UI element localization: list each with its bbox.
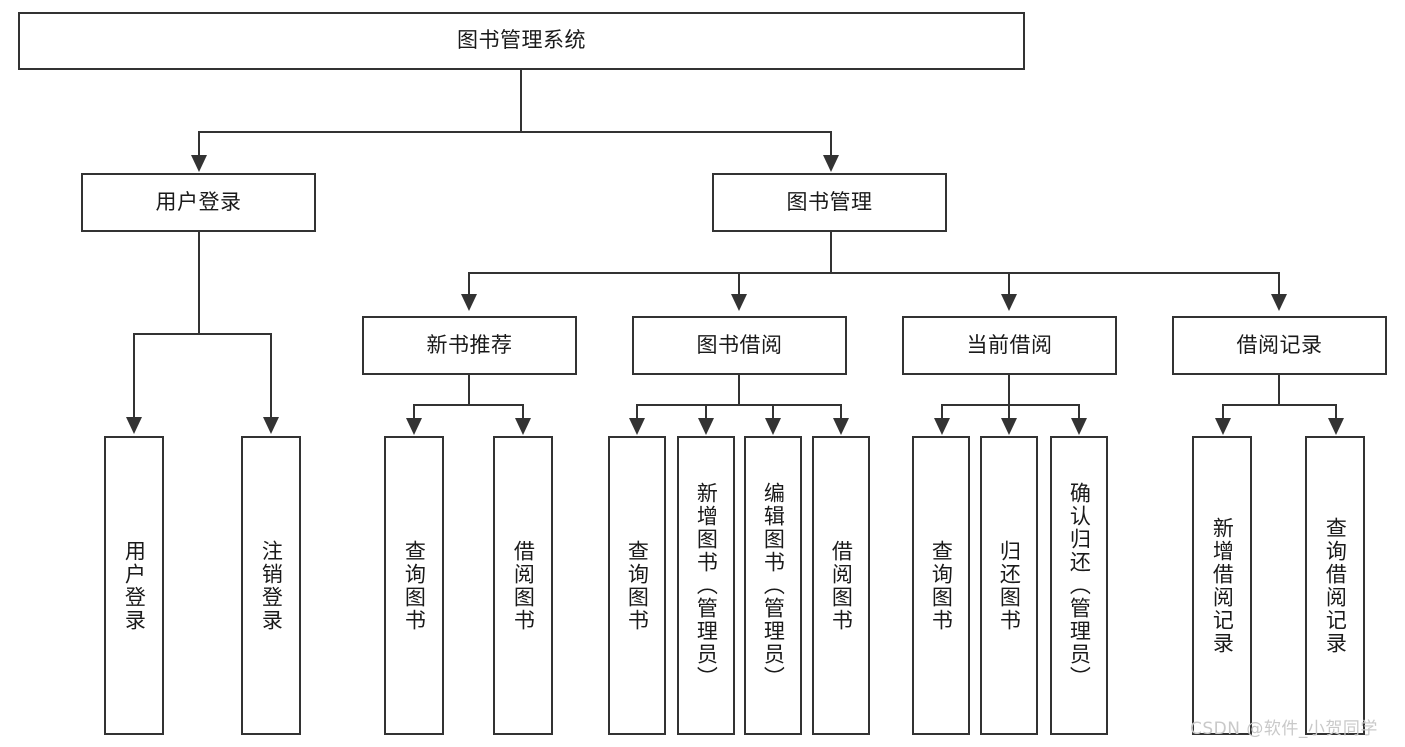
connector-root-stem bbox=[520, 70, 522, 132]
node-leaf-logout[interactable]: 注销登录 bbox=[241, 436, 301, 735]
connector-current-to-leaf2 bbox=[1008, 404, 1010, 420]
connector-record-stem bbox=[1278, 375, 1280, 405]
node-leaf-edit-book-label: 编辑图书（管理员） bbox=[761, 482, 786, 689]
node-book-manage-label: 图书管理 bbox=[786, 189, 873, 214]
arrow-record-to-leaf1 bbox=[1215, 418, 1231, 435]
node-leaf-borrow-book-b-label: 借阅图书 bbox=[829, 539, 854, 632]
connector-new-book-to-leaf2 bbox=[522, 404, 524, 420]
connector-current-to-leaf1 bbox=[941, 404, 943, 420]
node-root[interactable]: 图书管理系统 bbox=[18, 12, 1025, 70]
node-leaf-query-book-c[interactable]: 查询图书 bbox=[912, 436, 970, 735]
arrow-borrow-to-leaf3 bbox=[765, 418, 781, 435]
node-user-login[interactable]: 用户登录 bbox=[81, 173, 316, 232]
node-leaf-confirm-return[interactable]: 确认归还（管理员） bbox=[1050, 436, 1108, 735]
arrow-book-manage-to-borrow bbox=[731, 294, 747, 311]
node-user-login-label: 用户登录 bbox=[155, 189, 242, 214]
node-new-book-recommendation-label: 新书推荐 bbox=[426, 332, 513, 357]
connector-root-to-user-login bbox=[198, 131, 200, 157]
connector-borrow-stem bbox=[738, 375, 740, 405]
connector-book-manage-to-new-book bbox=[468, 272, 470, 296]
connector-new-book-bus bbox=[413, 404, 524, 406]
arrow-record-to-leaf2 bbox=[1328, 418, 1344, 435]
arrow-book-manage-to-current bbox=[1001, 294, 1017, 311]
arrow-current-to-leaf3 bbox=[1071, 418, 1087, 435]
connector-current-to-leaf3 bbox=[1078, 404, 1080, 420]
node-leaf-user-login[interactable]: 用户登录 bbox=[104, 436, 164, 735]
connector-book-manage-to-record bbox=[1278, 272, 1280, 296]
node-leaf-borrow-book-b[interactable]: 借阅图书 bbox=[812, 436, 870, 735]
arrow-new-book-to-leaf1 bbox=[406, 418, 422, 435]
connector-current-bus bbox=[941, 404, 1080, 406]
connector-borrow-to-leaf2 bbox=[705, 404, 707, 420]
node-leaf-query-record[interactable]: 查询借阅记录 bbox=[1305, 436, 1365, 735]
arrow-root-to-user-login bbox=[191, 155, 207, 172]
node-leaf-return-book-label: 归还图书 bbox=[997, 539, 1022, 632]
node-leaf-query-book-a-label: 查询图书 bbox=[402, 539, 427, 632]
connector-user-login-to-leaf1 bbox=[133, 333, 135, 418]
arrow-current-to-leaf1 bbox=[934, 418, 950, 435]
arrow-current-to-leaf2 bbox=[1001, 418, 1017, 435]
arrow-root-to-book-manage bbox=[823, 155, 839, 172]
node-book-borrow-label: 图书借阅 bbox=[696, 332, 783, 357]
connector-book-manage-stem bbox=[830, 232, 832, 273]
connector-borrow-to-leaf4 bbox=[840, 404, 842, 420]
arrow-new-book-to-leaf2 bbox=[515, 418, 531, 435]
node-borrow-record-label: 借阅记录 bbox=[1236, 332, 1323, 357]
connector-borrow-to-leaf3 bbox=[772, 404, 774, 420]
node-leaf-query-book-b[interactable]: 查询图书 bbox=[608, 436, 666, 735]
node-leaf-borrow-book-a-label: 借阅图书 bbox=[511, 539, 536, 632]
connector-root-to-book-manage bbox=[830, 131, 832, 157]
connector-user-login-stem bbox=[198, 232, 200, 334]
node-leaf-edit-book[interactable]: 编辑图书（管理员） bbox=[744, 436, 802, 735]
node-leaf-query-book-c-label: 查询图书 bbox=[929, 539, 954, 632]
connector-record-to-leaf2 bbox=[1335, 404, 1337, 420]
arrow-book-manage-to-record bbox=[1271, 294, 1287, 311]
connector-new-book-to-leaf1 bbox=[413, 404, 415, 420]
node-new-book-recommendation[interactable]: 新书推荐 bbox=[362, 316, 577, 375]
connector-borrow-bus bbox=[636, 404, 842, 406]
connector-book-manage-to-borrow bbox=[738, 272, 740, 296]
arrow-borrow-to-leaf4 bbox=[833, 418, 849, 435]
node-leaf-query-book-a[interactable]: 查询图书 bbox=[384, 436, 444, 735]
arrow-book-manage-to-new-book bbox=[461, 294, 477, 311]
connector-book-manage-to-current bbox=[1008, 272, 1010, 296]
connector-book-manage-bus bbox=[468, 272, 1280, 274]
connector-new-book-stem bbox=[468, 375, 470, 405]
arrow-user-login-to-leaf2 bbox=[263, 417, 279, 434]
node-leaf-add-record[interactable]: 新增借阅记录 bbox=[1192, 436, 1252, 735]
connector-record-bus bbox=[1222, 404, 1335, 406]
node-leaf-query-record-label: 查询借阅记录 bbox=[1323, 516, 1348, 655]
connector-root-bus bbox=[198, 131, 832, 133]
node-leaf-add-book[interactable]: 新增图书（管理员） bbox=[677, 436, 735, 735]
node-leaf-add-book-label: 新增图书（管理员） bbox=[694, 482, 719, 689]
arrow-user-login-to-leaf1 bbox=[126, 417, 142, 434]
csdn-watermark: CSDN @软件_小贺同学 bbox=[1190, 719, 1378, 739]
connector-current-stem bbox=[1008, 375, 1010, 405]
connector-user-login-to-leaf2 bbox=[270, 333, 272, 418]
node-leaf-borrow-book-a[interactable]: 借阅图书 bbox=[493, 436, 553, 735]
connector-borrow-to-leaf1 bbox=[636, 404, 638, 420]
node-leaf-confirm-return-label: 确认归还（管理员） bbox=[1067, 482, 1092, 689]
node-leaf-add-record-label: 新增借阅记录 bbox=[1210, 516, 1235, 655]
node-leaf-user-login-label: 用户登录 bbox=[122, 539, 147, 632]
arrow-borrow-to-leaf1 bbox=[629, 418, 645, 435]
node-root-label: 图书管理系统 bbox=[457, 28, 586, 53]
node-book-borrow[interactable]: 图书借阅 bbox=[632, 316, 847, 375]
node-leaf-return-book[interactable]: 归还图书 bbox=[980, 436, 1038, 735]
node-borrow-record[interactable]: 借阅记录 bbox=[1172, 316, 1387, 375]
arrow-borrow-to-leaf2 bbox=[698, 418, 714, 435]
node-leaf-logout-label: 注销登录 bbox=[259, 539, 284, 632]
node-book-manage[interactable]: 图书管理 bbox=[712, 173, 947, 232]
connector-user-login-bus bbox=[133, 333, 270, 335]
node-leaf-query-book-b-label: 查询图书 bbox=[625, 539, 650, 632]
node-current-borrow[interactable]: 当前借阅 bbox=[902, 316, 1117, 375]
node-current-borrow-label: 当前借阅 bbox=[966, 332, 1053, 357]
connector-record-to-leaf1 bbox=[1222, 404, 1224, 420]
